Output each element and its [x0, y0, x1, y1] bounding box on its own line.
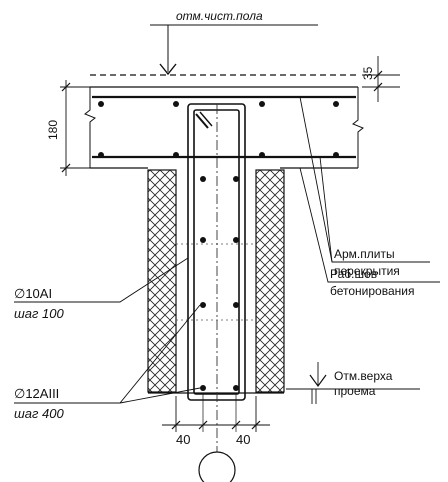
wall-rebar-dots — [200, 176, 239, 391]
slab-rebar-label-2: перекрытия — [334, 264, 400, 278]
long-bar-label: ∅12AIII — [14, 386, 59, 401]
stirrup — [187, 103, 246, 401]
dim-35: 35 — [361, 56, 400, 102]
opening-label-2: проема — [334, 384, 376, 398]
leader-slab-rebar: Арм.плиты перекрытия — [299, 96, 430, 278]
floor-mark-label: отм.чист.пола — [176, 9, 263, 23]
leader-long-bars: ∅12AIII шаг 400 — [14, 304, 201, 421]
wall — [147, 168, 285, 394]
axis-bubble — [198, 451, 236, 482]
slab-rebar-dots — [98, 101, 339, 158]
long-step-label: шаг 400 — [14, 406, 65, 421]
slab-rebar-label-1: Арм.плиты — [334, 247, 395, 261]
dim-right-40: 40 — [236, 432, 250, 447]
leader-joint: Раб.шов бетонирования — [299, 167, 440, 298]
floor-mark: отм.чист.пола — [150, 9, 318, 76]
floor-slab — [84, 86, 364, 169]
opening-mark: Отм.верха проема — [286, 362, 420, 404]
bottom-dim: 40 40 — [162, 394, 270, 447]
dim-left-40: 40 — [176, 432, 190, 447]
joint-label-1: Раб.шов — [330, 267, 377, 281]
stirrup-bar-label: ∅10AI — [14, 286, 52, 301]
opening-label-1: Отм.верха — [334, 369, 393, 383]
joint-label-2: бетонирования — [330, 284, 414, 298]
dim-180-label: 180 — [46, 120, 60, 140]
dim-35-label: 35 — [361, 66, 375, 80]
leader-stirrup: ∅10AI шаг 100 — [14, 257, 189, 321]
dim-180: 180 — [46, 80, 90, 176]
stirrup-step-label: шаг 100 — [14, 306, 65, 321]
